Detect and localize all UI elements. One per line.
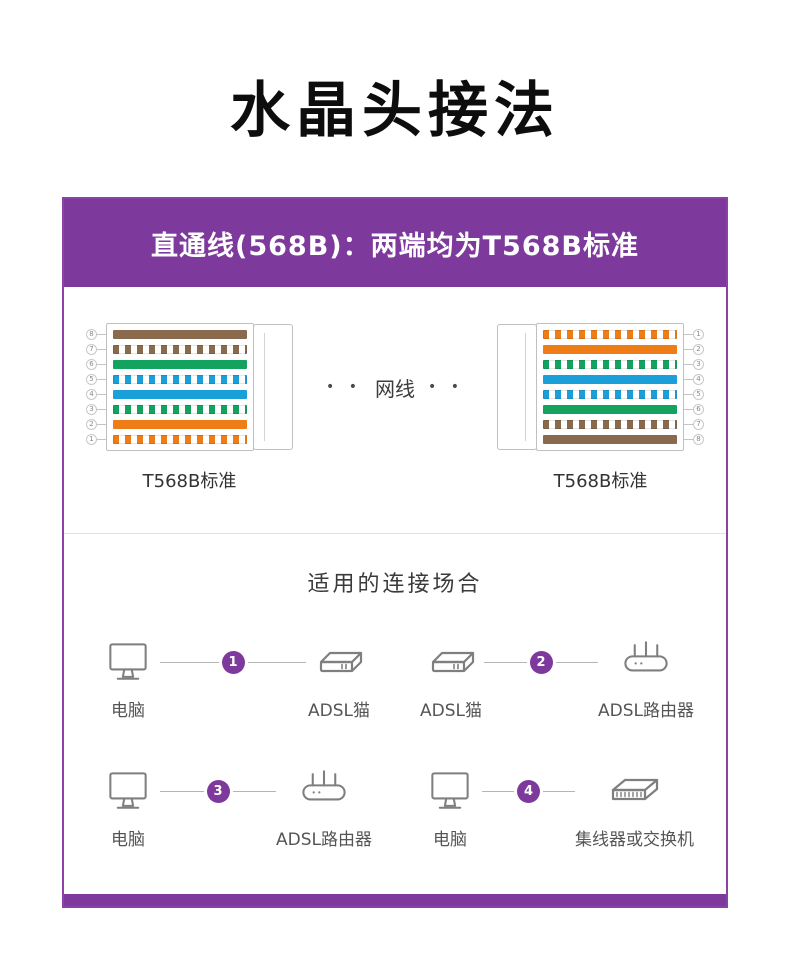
- connection-link: 1: [160, 634, 306, 690]
- endpoint: 集线器或交换机: [575, 763, 694, 850]
- endpoint: 电脑: [96, 634, 160, 721]
- device-label: 电脑: [433, 830, 467, 850]
- modem-icon: [431, 651, 475, 673]
- plug-body-left: [253, 324, 293, 450]
- endpoint: ADSL猫: [418, 634, 484, 721]
- scenario-item-4: 电脑 4: [418, 763, 694, 850]
- footer-bar: [64, 894, 726, 906]
- connector-line: [482, 790, 514, 792]
- scenario-item-3: 电脑 3: [96, 763, 372, 850]
- connector-line: [160, 661, 219, 663]
- dots-left: • •: [326, 379, 362, 395]
- device-label: ADSL猫: [420, 701, 482, 721]
- modem-icon: [319, 651, 363, 673]
- scenario-heading: 适用的连接场合: [307, 572, 483, 597]
- wire-housing-left: [106, 323, 254, 451]
- computer-icon: [109, 772, 147, 809]
- connector-line: [543, 790, 575, 792]
- scenario-grid: 电脑 1: [64, 598, 726, 894]
- step-badge: 1: [221, 650, 245, 674]
- connector-line: [555, 661, 599, 663]
- wire-housing-right: [536, 323, 684, 451]
- right-connector-label: T568B标准: [553, 471, 648, 492]
- device-label: 电脑: [111, 701, 145, 721]
- plug-body-right: [497, 324, 537, 450]
- connector-line: [232, 790, 277, 792]
- connector-line: [484, 661, 527, 663]
- device-label: ADSL路由器: [598, 701, 694, 721]
- scenario-item-1: 电脑 1: [96, 634, 372, 721]
- scenario-item-2: ADSL猫 2: [418, 634, 694, 721]
- banner: 直通线(568B)：两端均为T568B标准: [64, 199, 726, 287]
- step-badge: 4: [517, 779, 540, 803]
- dots-right: • •: [428, 379, 464, 395]
- device-label: ADSL猫: [308, 701, 370, 721]
- endpoint: 电脑: [96, 763, 160, 850]
- computer-icon: [431, 772, 469, 809]
- connection-link: 3: [160, 763, 277, 819]
- cable-label: 网线: [375, 376, 415, 401]
- scenario-section: 适用的连接场合 电脑: [64, 566, 726, 894]
- router-icon: [302, 770, 346, 801]
- computer-icon: [109, 643, 147, 680]
- connector-line: [160, 790, 204, 792]
- banner-text: 直通线(568B)：两端均为T568B标准: [151, 230, 639, 262]
- section-divider: [64, 533, 726, 534]
- endpoint: 电脑: [418, 763, 482, 850]
- router-icon: [624, 641, 668, 672]
- connection-link: 4: [482, 763, 575, 819]
- endpoint: ADSL路由器: [276, 763, 372, 850]
- endpoint: ADSL猫: [306, 634, 372, 721]
- step-badge: 2: [529, 650, 553, 674]
- page-title: 水晶头接法: [230, 76, 560, 146]
- device-label: 电脑: [111, 830, 145, 850]
- device-label: 集线器或交换机: [575, 830, 694, 850]
- switch-icon: [611, 778, 658, 801]
- left-connector-label: T568B标准: [142, 471, 237, 492]
- cable-label-group: • • 网线 • •: [326, 323, 464, 451]
- endpoint: ADSL路由器: [598, 634, 694, 721]
- device-label: ADSL路由器: [276, 830, 372, 850]
- connection-link: 2: [484, 634, 599, 690]
- step-badge: 3: [206, 779, 230, 803]
- connector-line: [247, 661, 306, 663]
